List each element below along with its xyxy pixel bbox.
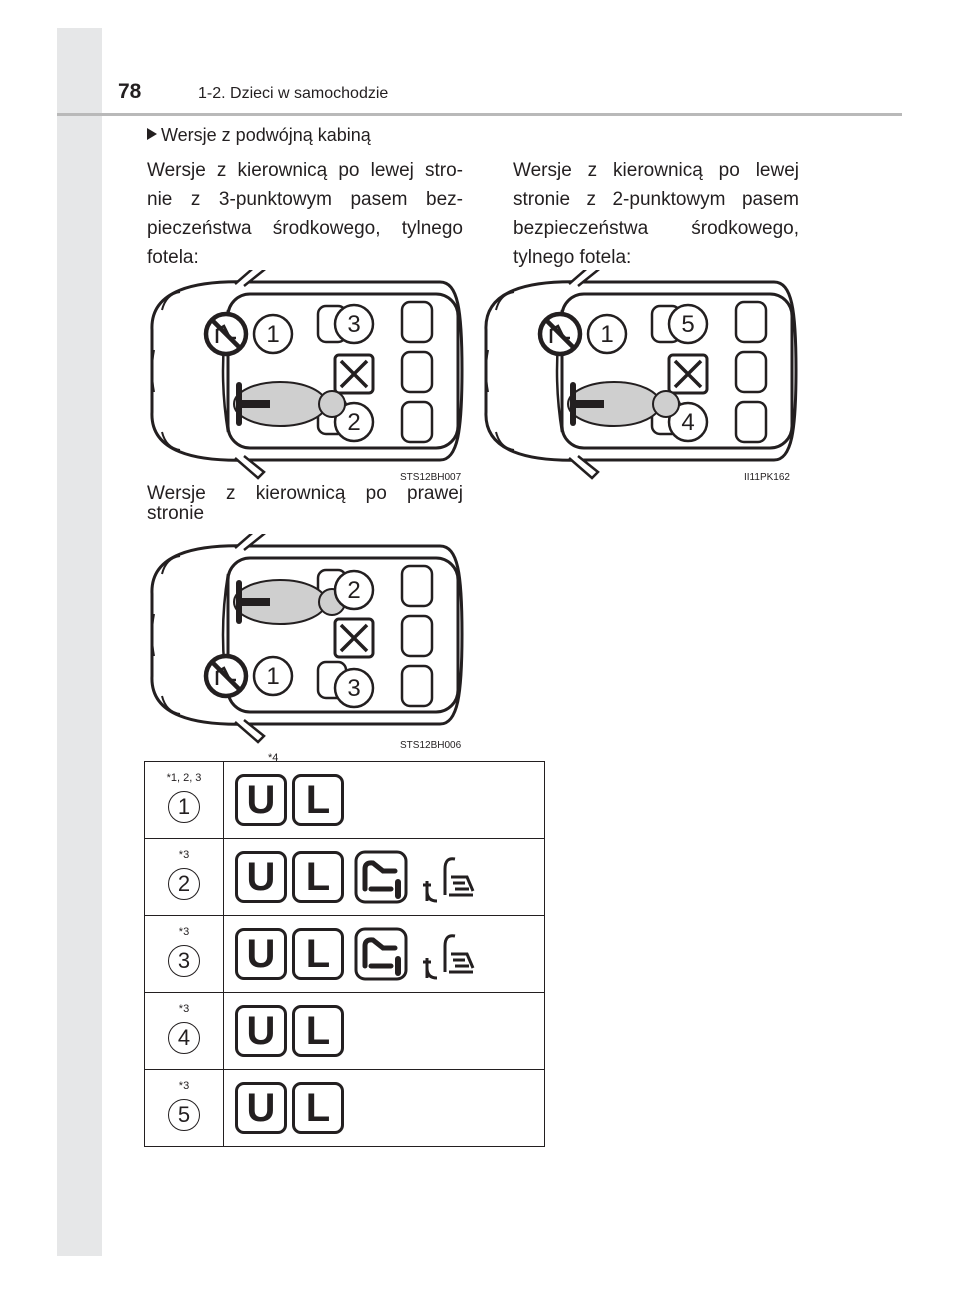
paragraph-lhd-3point: Wersje z kierownicą po lewej stro- nie z… <box>147 160 463 268</box>
section-heading: Wersje z podwójną kabiną <box>147 125 371 146</box>
footnote-marker: *4 <box>268 752 279 764</box>
fig1-seat-1: 1 <box>266 321 279 348</box>
seat-number: 2 <box>168 868 200 900</box>
universal-u-icon: U <box>235 774 287 826</box>
header-divider <box>57 113 902 116</box>
paragraph-lhd-2point: Wersje z kierownicą po lewej stronie z 2… <box>513 160 799 268</box>
l-icon: L <box>292 1005 344 1057</box>
triangle-bullet-icon <box>147 128 157 140</box>
footnote-marker: *3 <box>178 926 190 938</box>
footnote-marker: *1, 2, 3 <box>166 772 202 784</box>
l-icon: L <box>292 851 344 903</box>
footnote-marker: *3 <box>178 1080 190 1092</box>
seat-number: 5 <box>168 1099 200 1131</box>
seat-facing-icon <box>354 850 408 904</box>
universal-u-icon: U <box>235 928 287 980</box>
figure-code: II11PK162 <box>744 472 790 483</box>
side-tab <box>57 28 102 1256</box>
fig3-seat-2: 2 <box>347 577 360 604</box>
fig3-seat-1: 1 <box>266 663 279 690</box>
seat-number: 1 <box>168 791 200 823</box>
anchor-seat-icon <box>422 857 475 903</box>
section-heading-text: Wersje z podwójną kabiną <box>161 125 371 145</box>
l-icon: L <box>292 774 344 826</box>
car-seat-diagram-rhd: 2 1 3 <box>150 534 464 744</box>
universal-u-icon: U <box>235 851 287 903</box>
seat-facing-icon <box>354 927 408 981</box>
seat-number: 4 <box>168 1022 200 1054</box>
universal-u-icon: U <box>235 1005 287 1057</box>
fig2-seat-4: 4 <box>681 409 694 436</box>
car-seat-diagram-lhd-3point: 1 3 2 <box>150 270 464 480</box>
l-icon: L <box>292 1082 344 1134</box>
seat-number: 3 <box>168 945 200 977</box>
anchor-seat-icon <box>422 934 475 980</box>
footnote-marker: *3 <box>178 849 190 861</box>
page-number: 78 <box>118 80 142 103</box>
footnote-marker: *3 <box>178 1003 190 1015</box>
car-seat-diagram-lhd-2point: 1 5 4 <box>484 270 798 480</box>
fig1-seat-3: 3 <box>347 311 360 338</box>
l-icon: L <box>292 928 344 980</box>
fig3-seat-3: 3 <box>347 675 360 702</box>
universal-u-icon: U <box>235 1082 287 1134</box>
figure-code: STS12BH006 <box>400 740 462 751</box>
fig2-seat-5: 5 <box>681 311 694 338</box>
paragraph-rhd: Wersje z kierownicą po prawej stronie <box>147 483 463 524</box>
fig1-seat-2: 2 <box>347 409 360 436</box>
figure-code: STS12BH007 <box>400 472 462 483</box>
chapter-title: 1-2. Dzieci w samochodzie <box>198 85 389 102</box>
fig2-seat-1: 1 <box>600 321 613 348</box>
